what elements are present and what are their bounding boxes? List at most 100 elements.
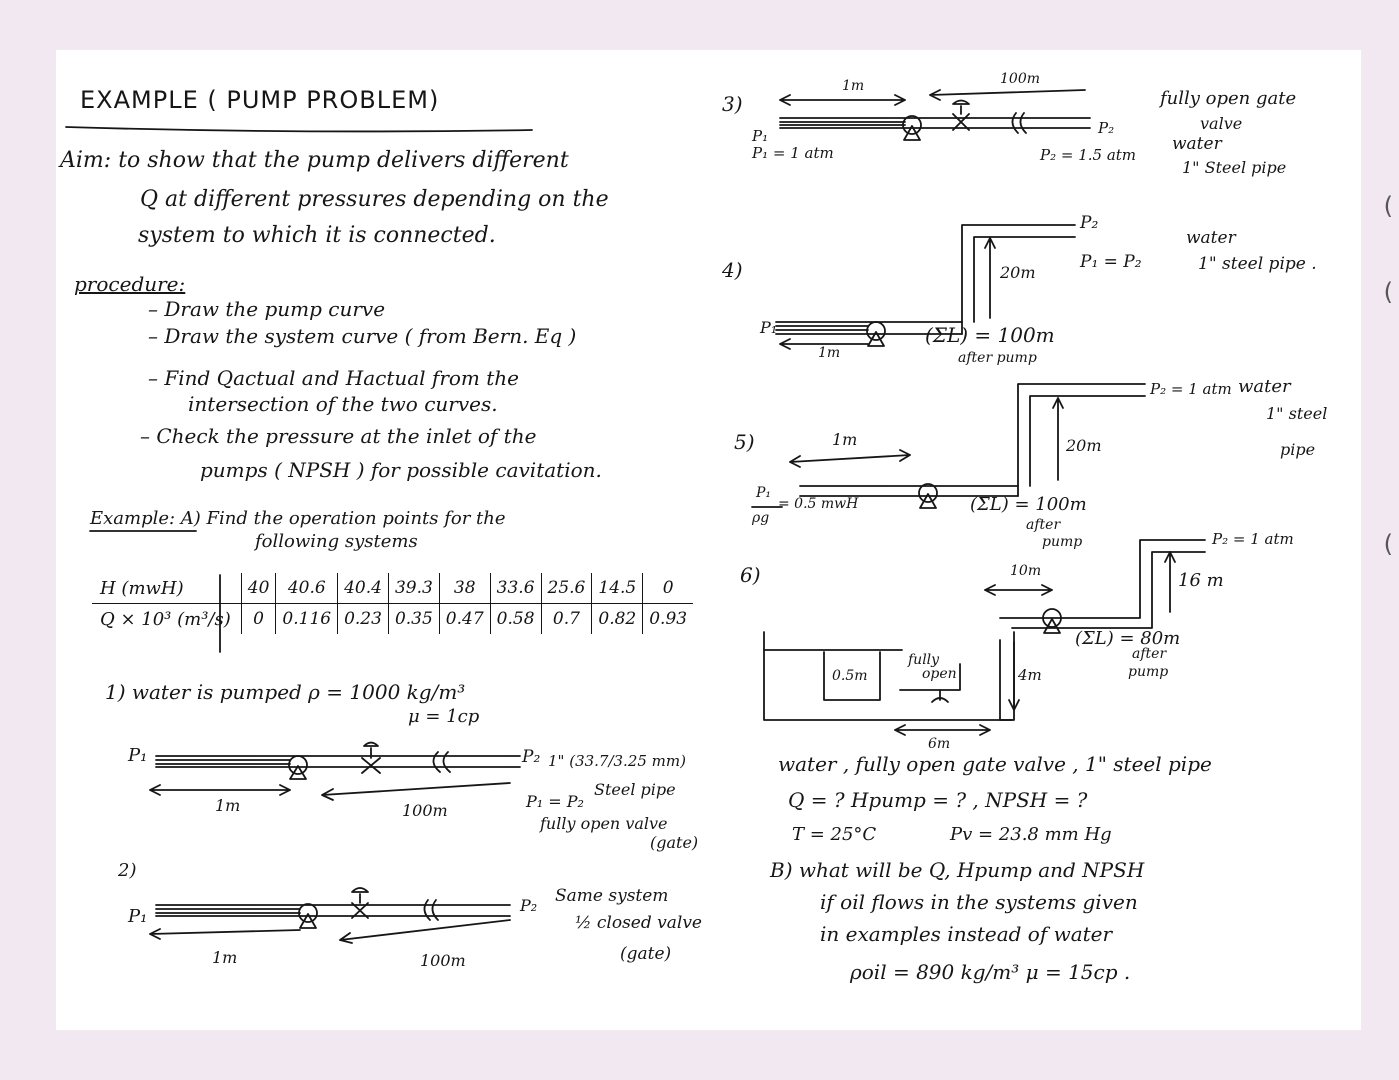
sys3-diagram bbox=[779, 89, 1091, 141]
sys4-diagram bbox=[775, 224, 1076, 350]
margin-mark: ( bbox=[1383, 278, 1393, 306]
sys1-gate: (gate) bbox=[650, 833, 699, 852]
procedure-step: intersection of the two curves. bbox=[188, 392, 498, 416]
sys5-p1-top: P₁ bbox=[756, 485, 772, 501]
aim-line: Q at different pressures depending on th… bbox=[140, 187, 609, 212]
sys3-len-in: 1m bbox=[842, 78, 865, 94]
height-arrow bbox=[1052, 397, 1064, 481]
sys2-len-out: 100m bbox=[420, 951, 466, 970]
table-row: H (mwH) 40 40.6 40.4 39.3 38 33.6 25.6 1… bbox=[92, 573, 694, 604]
h-cell: 40.4 bbox=[337, 573, 389, 604]
q-cell: 0.82 bbox=[591, 603, 643, 634]
sys6-len-bottom: 6m bbox=[928, 736, 951, 752]
sys5-len-in: 1m bbox=[832, 430, 858, 449]
sys3-len-out: 100m bbox=[1000, 71, 1040, 87]
sys1-valve: fully open valve bbox=[540, 814, 668, 833]
procedure-step: – Draw the system curve ( from Bern. Eq … bbox=[148, 324, 577, 348]
sys5-p1-bot: ρg bbox=[752, 510, 770, 526]
sys6-depth: 4m bbox=[1018, 666, 1042, 684]
sys3-note: 1" Steel pipe bbox=[1182, 158, 1287, 177]
sys3-note: water bbox=[1172, 134, 1222, 154]
sys5-p1-val: = 0.5 mwH bbox=[778, 496, 859, 512]
height-arrow bbox=[984, 237, 996, 319]
depth-arrow bbox=[1008, 641, 1020, 711]
sys1-len-out: 100m bbox=[402, 801, 448, 820]
len-arrow bbox=[779, 338, 869, 350]
sys6-after: pump bbox=[1128, 664, 1169, 680]
sys2-valve: ½ closed valve bbox=[575, 913, 702, 933]
sys4-sum-l: (ΣL) = 100m bbox=[925, 323, 1055, 347]
sys5-water: water bbox=[1238, 376, 1291, 397]
title-underline bbox=[65, 126, 533, 133]
sys3-p1-val: P₁ = 1 atm bbox=[752, 144, 834, 162]
len-arrow bbox=[149, 928, 301, 940]
sys6-diagram bbox=[763, 539, 1206, 736]
q-cell: 0.93 bbox=[642, 603, 694, 634]
sys5-pipe: pipe bbox=[1280, 440, 1316, 459]
h-cell: 25.6 bbox=[540, 573, 592, 604]
h-cell: 14.5 bbox=[591, 573, 643, 604]
procedure-step: – Draw the pump curve bbox=[148, 297, 386, 321]
question-line: water , fully open gate valve , 1" steel… bbox=[778, 752, 1212, 776]
sys1-p2: P₂ bbox=[522, 747, 541, 767]
sys2-diagram bbox=[149, 887, 511, 944]
sys6-num: 6) bbox=[740, 563, 761, 587]
sys6-sum-l: (ΣL) = 80m bbox=[1075, 628, 1181, 649]
sys4-water: water bbox=[1186, 228, 1236, 248]
sys3-p1: P₁ bbox=[752, 127, 769, 145]
sys3-note: fully open gate bbox=[1160, 88, 1297, 109]
page-title: EXAMPLE ( PUMP PROBLEM) bbox=[80, 86, 440, 114]
table-row: Q × 10³ (m³/s) 0 0.116 0.23 0.35 0.47 0.… bbox=[92, 603, 694, 634]
procedure-step: – Find Qactual and Hactual from the bbox=[148, 366, 519, 390]
procedure-label: procedure: bbox=[74, 272, 186, 296]
sys1-mu: μ = 1cp bbox=[408, 706, 480, 727]
sys3-p2-val: P₂ = 1.5 atm bbox=[1040, 146, 1137, 164]
sys4-pipe: 1" steel pipe . bbox=[1198, 254, 1317, 274]
len-arrow bbox=[984, 584, 1053, 596]
sys5-diagram bbox=[751, 383, 1146, 509]
sys1-p1: P₁ bbox=[128, 745, 148, 766]
part-b-line: B) what will be Q, Hpump and NPSH bbox=[770, 858, 1145, 882]
sys2-len-in: 1m bbox=[212, 948, 238, 967]
procedure-step: pumps ( NPSH ) for possible cavitation. bbox=[200, 458, 602, 482]
margin-mark: ( bbox=[1383, 192, 1393, 220]
sys5-num: 5) bbox=[734, 430, 755, 454]
sys4-p2: P₂ bbox=[1080, 213, 1099, 233]
sys6-len-top: 10m bbox=[1010, 563, 1042, 579]
q-cell: 0.58 bbox=[489, 603, 542, 634]
len-arrow bbox=[894, 724, 991, 736]
sys5-pipe: 1" steel bbox=[1266, 404, 1328, 423]
sys1-len-in: 1m bbox=[215, 796, 241, 815]
aim-line: system to which it is connected. bbox=[138, 223, 496, 248]
aim-line: Aim: to show that the pump delivers diff… bbox=[60, 148, 569, 173]
pump-curve-table: H (mwH) 40 40.6 40.4 39.3 38 33.6 25.6 1… bbox=[92, 573, 694, 634]
sys3-p2: P₂ bbox=[1098, 119, 1115, 137]
margin-mark: ( bbox=[1383, 530, 1393, 558]
sys3-note: valve bbox=[1200, 114, 1243, 133]
sys5-after: pump bbox=[1042, 534, 1083, 550]
sys1-diagram bbox=[149, 741, 521, 801]
q-cell: 0.23 bbox=[337, 603, 389, 634]
sys1-pipe: 1" (33.7/3.25 mm) bbox=[548, 752, 686, 770]
sys6-level: 0.5m bbox=[832, 668, 868, 684]
q-cell: 0.116 bbox=[275, 603, 338, 634]
sys4-eq: P₁ = P₂ bbox=[1080, 252, 1142, 272]
sys4-len-in: 1m bbox=[818, 345, 841, 361]
len-arrow bbox=[149, 784, 291, 796]
question-line: Q = ? Hpump = ? , NPSH = ? bbox=[788, 788, 1088, 812]
sys2-p2: P₂ bbox=[520, 896, 538, 915]
example-line: following systems bbox=[255, 531, 418, 552]
tank bbox=[763, 631, 1015, 721]
height-arrow bbox=[1164, 551, 1176, 613]
h-cell: 39.3 bbox=[387, 573, 440, 604]
part-b-line: in examples instead of water bbox=[820, 922, 1113, 946]
sys5-sum-l: (ΣL) = 100m bbox=[970, 494, 1087, 515]
h-cell: 40 bbox=[240, 573, 276, 604]
sys5-after: after bbox=[1026, 517, 1061, 533]
len-arrow bbox=[779, 94, 906, 106]
q-header: Q × 10³ (m³/s) bbox=[100, 608, 231, 630]
example-line: Example: A) Find the operation points fo… bbox=[90, 508, 506, 529]
sys6-after: after bbox=[1132, 646, 1167, 662]
sys2-gate: (gate) bbox=[620, 944, 672, 964]
